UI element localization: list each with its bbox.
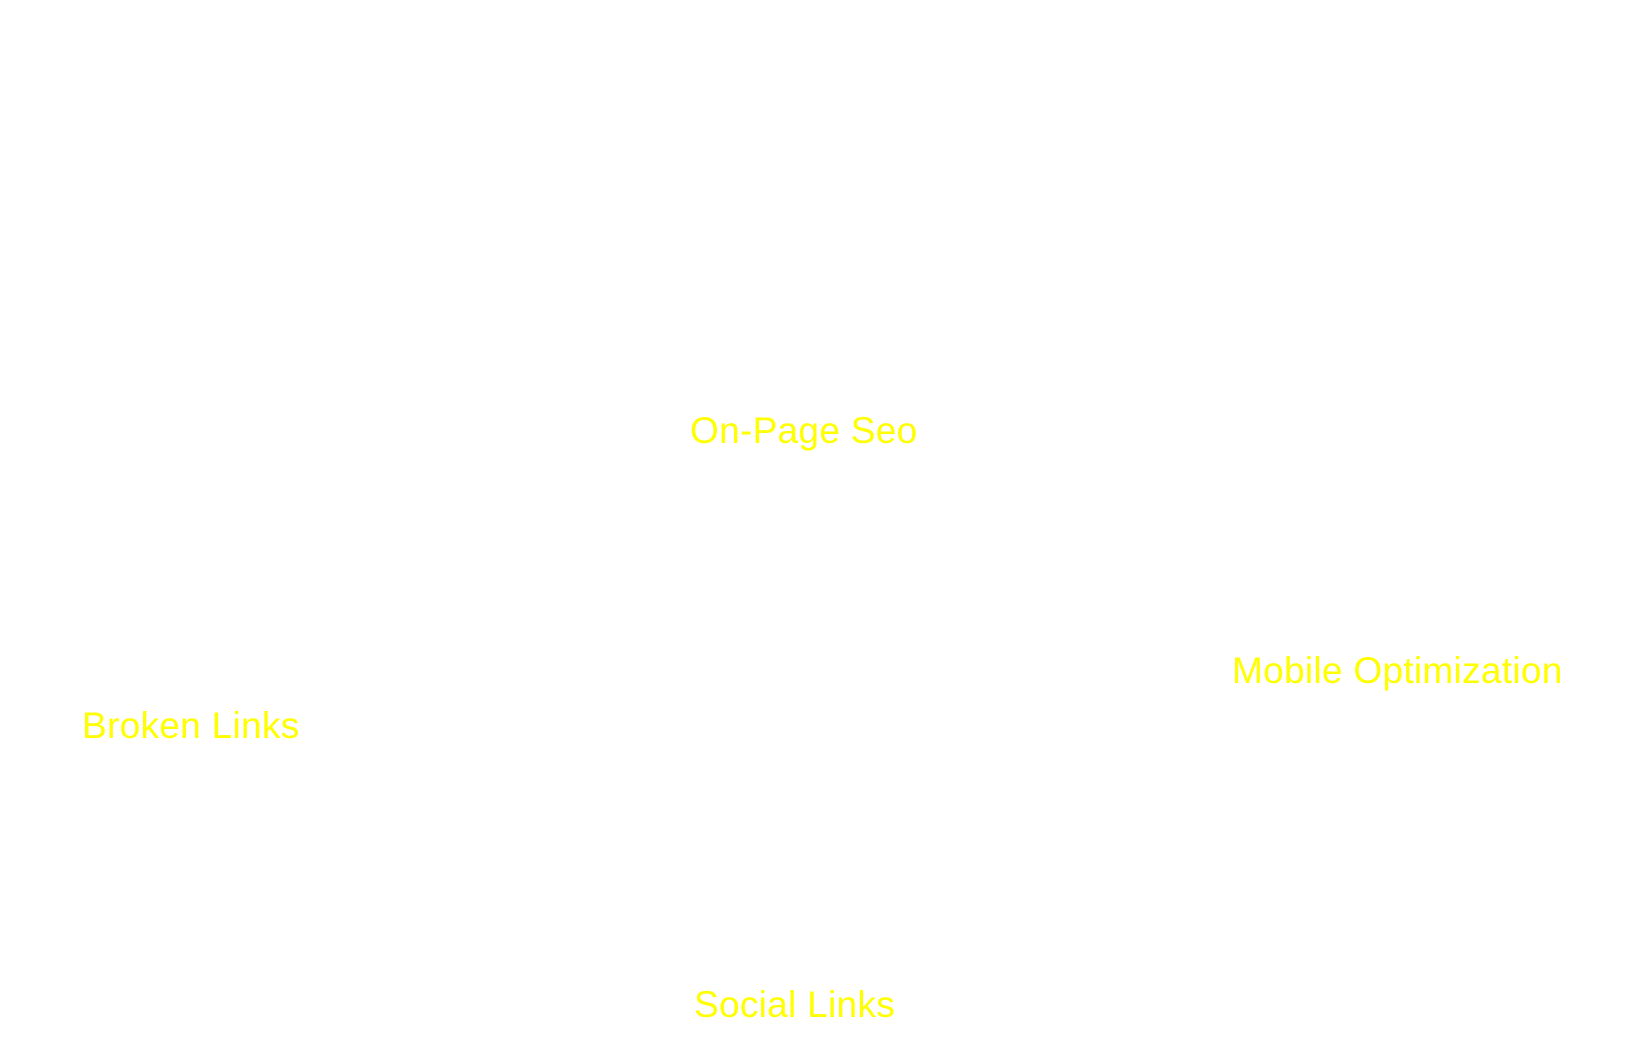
social-links-label: Social Links xyxy=(694,984,896,1025)
broken-links-label: Broken Links xyxy=(82,705,300,746)
on-page-seo-label: On-Page Seo xyxy=(690,410,918,451)
mobile-optimization-label: Mobile Optimization xyxy=(1232,650,1563,691)
